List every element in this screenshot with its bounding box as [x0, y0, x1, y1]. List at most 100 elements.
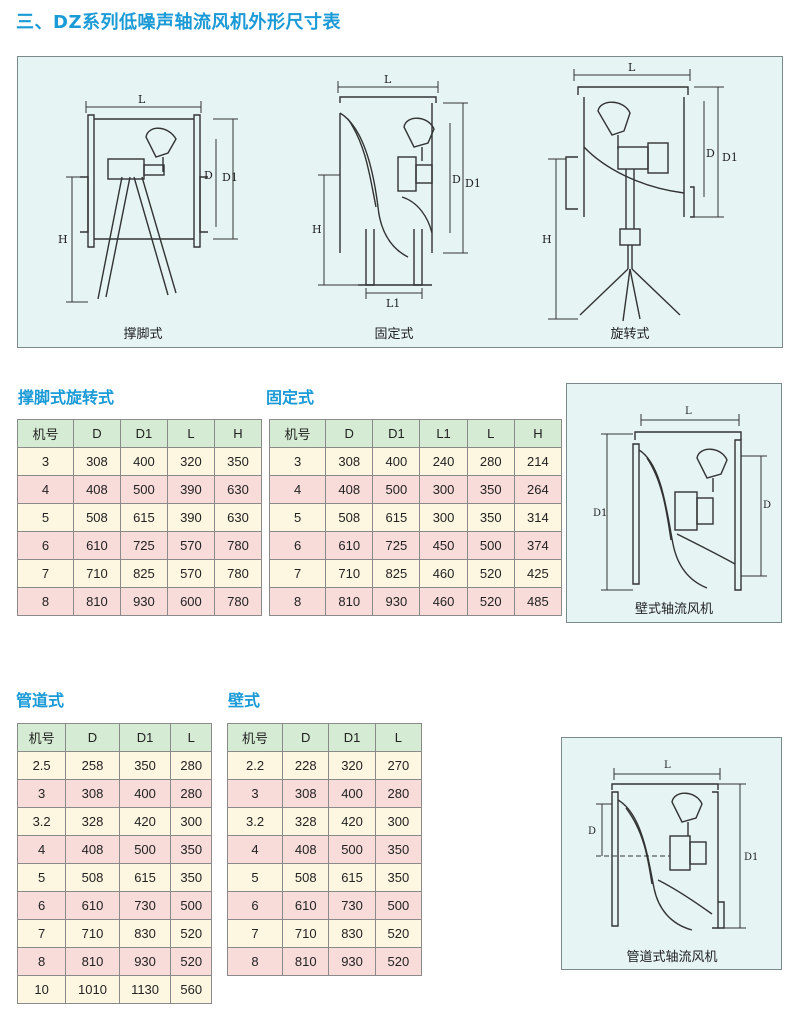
table-cell: 390	[166, 475, 215, 504]
table-cell: 350	[374, 863, 423, 892]
table-cell: 6	[268, 531, 327, 560]
table-cell: 8	[268, 587, 327, 616]
table-cell: 308	[72, 447, 121, 476]
column-header: 机号	[16, 723, 67, 752]
table-cell: 308	[65, 779, 120, 808]
table-cell: 425	[513, 559, 563, 588]
wall-fan-panel: L D1 D 壁式轴流风机	[566, 383, 782, 623]
table-cell: 350	[374, 835, 423, 864]
rotating-fan-drawing	[548, 69, 724, 322]
dim-D1-label: D1	[465, 177, 481, 190]
table-cell: 4	[226, 835, 284, 864]
table-cell: 520	[374, 947, 423, 976]
column-header: D1	[118, 723, 172, 752]
table-cell: 810	[325, 587, 374, 616]
table-cell: 460	[419, 559, 468, 588]
table-cell: 725	[119, 531, 168, 560]
table-cell: 610	[72, 531, 121, 560]
fan-drawings-top: L D D1 H L D D1 H L1 L D D1 H	[58, 61, 738, 322]
dim-H-label: H	[312, 223, 322, 236]
column-header: 机号	[17, 419, 74, 448]
table-cell: 3.2	[16, 807, 67, 836]
table-cell: 520	[170, 947, 212, 976]
table-cell: 485	[513, 587, 563, 616]
column-header: 机号	[226, 723, 284, 752]
table-cell: 810	[72, 587, 121, 616]
column-header: H	[513, 419, 563, 448]
dim-L-label: L	[685, 406, 692, 417]
column-header: L	[166, 419, 215, 448]
dim-D-label: D	[204, 169, 213, 182]
duct-fan-drawing: L D D1	[588, 760, 758, 931]
column-header: H	[213, 419, 263, 448]
duct-fan-panel: L D D1 管道式轴流风机	[561, 737, 782, 970]
dim-H-label: H	[58, 233, 68, 246]
table-cell: 520	[466, 587, 515, 616]
table-cell: 460	[419, 587, 468, 616]
table-cell: 615	[328, 863, 376, 892]
table-cell: 308	[282, 779, 330, 808]
table-cell: 810	[282, 947, 330, 976]
dim-D-label: D	[706, 147, 715, 160]
table-cell: 4	[17, 475, 74, 504]
table-cell: 10	[16, 975, 67, 1004]
column-header: D	[72, 419, 121, 448]
fixed-section-title: 固定式	[266, 388, 315, 407]
table-cell: 730	[328, 891, 376, 920]
table-cell: 6	[17, 531, 74, 560]
wall-fan-drawing: L D1 D	[593, 406, 771, 591]
dim-D-label: D	[452, 173, 461, 186]
table-cell: 500	[374, 891, 423, 920]
table-cell: 725	[372, 531, 421, 560]
table-cell: 7	[226, 919, 284, 948]
dim-L-label: L	[384, 73, 392, 86]
table-cell: 830	[118, 919, 172, 948]
table-cell: 4	[268, 475, 327, 504]
dim-D1-label: D1	[722, 151, 738, 164]
table-cell: 240	[419, 447, 468, 476]
table-cell: 408	[65, 835, 120, 864]
table-cell: 8	[226, 947, 284, 976]
table-cell: 2.2	[226, 751, 284, 780]
table-cell: 420	[118, 807, 172, 836]
top-diagram-panel: L D D1 H L D D1 H L1 L D D1 H 撑脚式 固定式 旋转…	[17, 56, 783, 348]
table-cell: 600	[166, 587, 215, 616]
column-header: D1	[119, 419, 168, 448]
dim-D-label: D	[763, 500, 771, 511]
column-header: D1	[372, 419, 421, 448]
column-header: L	[466, 419, 515, 448]
wall-section-title: 壁式	[228, 691, 261, 710]
caption-support-leg: 撑脚式	[123, 327, 163, 342]
column-header: D	[325, 419, 374, 448]
table-cell: 300	[419, 503, 468, 532]
table-cell: 7	[17, 559, 74, 588]
table-cell: 280	[170, 751, 212, 780]
table-cell: 710	[72, 559, 121, 588]
table-cell: 730	[118, 891, 172, 920]
dim-D1-label: D1	[222, 171, 238, 184]
table-cell: 825	[372, 559, 421, 588]
table-cell: 810	[65, 947, 120, 976]
table-cell: 3	[226, 779, 284, 808]
column-header: 机号	[268, 419, 327, 448]
table-cell: 350	[118, 751, 172, 780]
table-cell: 930	[119, 587, 168, 616]
table-cell: 520	[466, 559, 515, 588]
table-cell: 300	[170, 807, 212, 836]
column-header: D	[65, 723, 120, 752]
table-cell: 214	[513, 447, 563, 476]
